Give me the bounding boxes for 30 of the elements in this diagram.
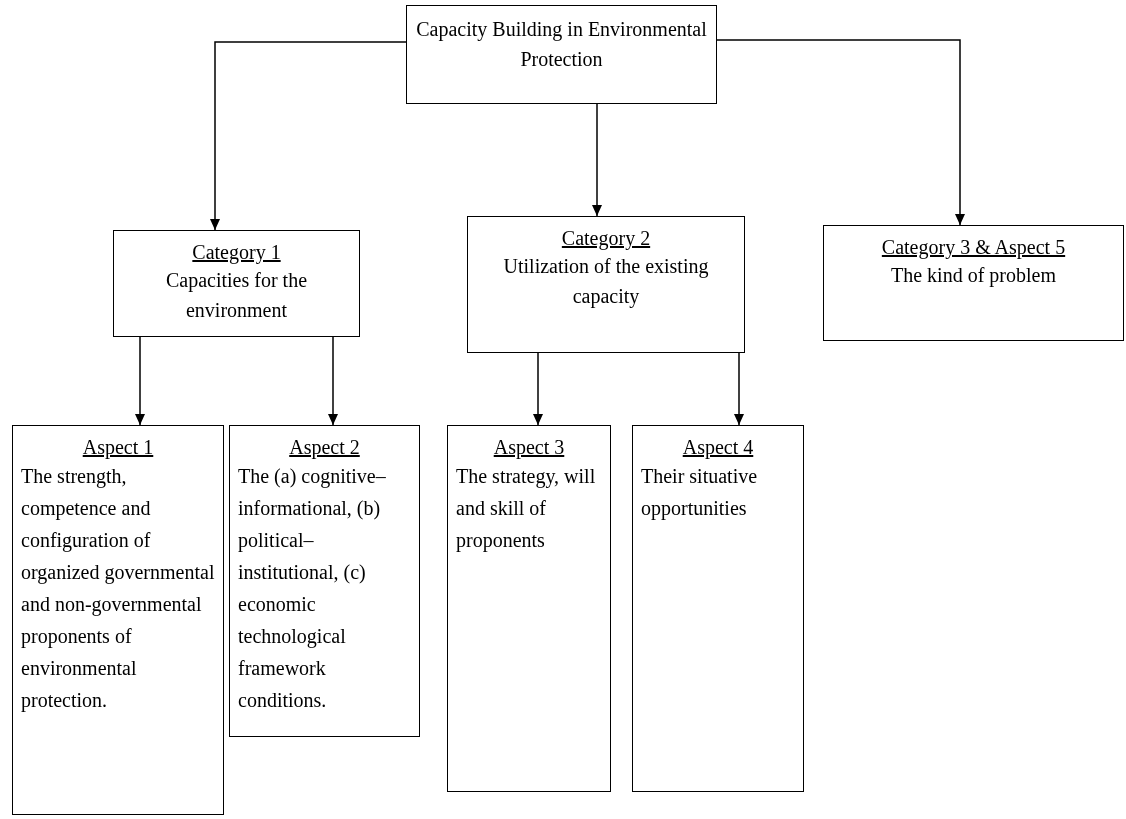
box-heading: Aspect 4 — [681, 435, 755, 460]
text-box — [447, 425, 611, 792]
box-description: The (a) cognitive–informational, (b) political–institutional, (c) economic technological framework conditions. — [238, 464, 387, 713]
box-description: The strategy, will and skill of proponents — [456, 464, 597, 554]
text-box — [823, 225, 1124, 341]
box-heading: Aspect 1 — [81, 435, 155, 460]
arrow — [716, 39, 965, 226]
box-heading: Category 2 — [560, 226, 652, 251]
box-heading: Aspect 2 — [288, 435, 361, 460]
arrow — [210, 41, 407, 231]
box-description: Their situative opportunities — [641, 464, 759, 522]
box-description: The strength, competence and configuration of organized governmental and non-governmental proponents of environmental protection. — [21, 464, 215, 714]
text-box — [467, 216, 745, 353]
arrow — [592, 103, 602, 217]
box-heading: Category 1 — [191, 240, 282, 265]
text-box — [113, 230, 360, 337]
text-box — [12, 425, 224, 815]
text-box — [632, 425, 804, 792]
arrow — [533, 352, 543, 426]
arrow — [328, 336, 338, 426]
box-heading: Aspect 3 — [492, 435, 566, 460]
arrow — [135, 336, 145, 426]
box-description: The kind of problem — [890, 263, 1057, 289]
text-box — [229, 425, 420, 737]
arrow — [734, 352, 744, 426]
text-box — [406, 5, 717, 104]
box-heading: Category 3 & Aspect 5 — [880, 235, 1067, 260]
box-title: Capacity Building in Environmental Protection — [415, 17, 708, 72]
box-description: Utilization of the existing capacity — [502, 254, 710, 310]
box-description: Capacities for the environment — [164, 268, 309, 323]
